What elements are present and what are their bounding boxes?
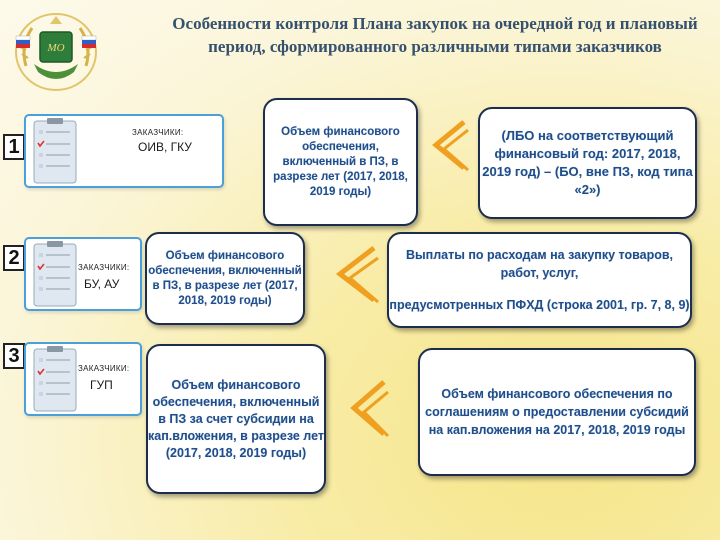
row-number-3: 3 [3, 343, 25, 369]
customer-caption-1: ЗАКАЗЧИКИ: [132, 128, 184, 137]
page-title: Особенности контроля Плана закупок на оч… [172, 14, 698, 56]
clipboard-icon [33, 346, 77, 412]
row3-right-text: Объем финансового обеспечения по соглаше… [425, 387, 689, 437]
clipboard-icon [33, 118, 77, 184]
row-number-2: 2 [3, 245, 25, 271]
clipboard-icon [33, 241, 77, 307]
row2-right-text-line1: Выплаты по расходам на закупку товаров, … [405, 248, 674, 280]
emblem-logo: MO [15, 13, 97, 91]
less-or-equal-chevron-icon [335, 246, 379, 304]
customer-caption-3: ЗАКАЗЧИКИ: [78, 364, 130, 373]
customer-card-3: ЗАКАЗЧИКИ: ГУП [24, 342, 142, 416]
row2-right-box: Выплаты по расходам на закупку товаров, … [387, 232, 692, 328]
customer-type-1: ОИВ, ГКУ [138, 140, 192, 154]
row1-left-text: Объем финансового обеспечения, включенны… [273, 125, 408, 198]
svg-text:MO: MO [46, 42, 64, 54]
row-number-1: 1 [3, 134, 25, 160]
row2-left-box: Объем финансового обеспечения, включенны… [145, 232, 305, 325]
row1-right-text: (ЛБО на соответствующий финансовый год: … [482, 128, 693, 197]
row2-right-text-line2: предусмотренных ПФХД (строка 2001, гр. 7… [389, 298, 690, 312]
row1-left-box: Объем финансового обеспечения, включенны… [263, 98, 418, 226]
row2-left-text: Объем финансового обеспечения, включенны… [148, 249, 302, 307]
row3-right-box: Объем финансового обеспечения по соглаше… [418, 348, 696, 476]
row3-left-box: Объем финансового обеспечения, включенны… [146, 344, 326, 494]
row1-right-box: (ЛБО на соответствующий финансовый год: … [478, 107, 697, 219]
customer-card-1: ЗАКАЗЧИКИ: ОИВ, ГКУ [24, 114, 224, 188]
less-or-equal-chevron-icon [432, 120, 469, 172]
less-or-equal-chevron-icon [350, 380, 390, 438]
customer-card-2: ЗАКАЗЧИКИ: БУ, АУ [24, 237, 142, 311]
customer-type-2: БУ, АУ [84, 277, 120, 291]
row3-left-text: Объем финансового обеспечения, включенны… [148, 377, 324, 460]
customer-type-3: ГУП [90, 378, 113, 392]
customer-caption-2: ЗАКАЗЧИКИ: [78, 263, 130, 272]
